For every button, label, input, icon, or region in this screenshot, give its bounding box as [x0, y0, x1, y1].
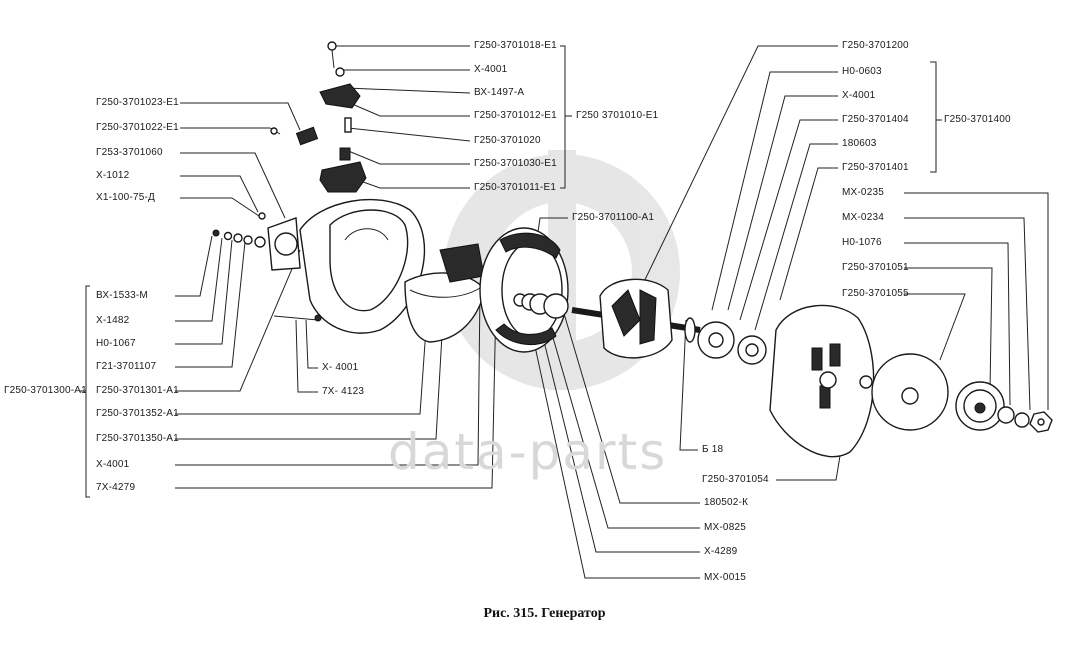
- label-x-4001-mid: Х- 4001: [322, 362, 359, 373]
- label-n0-1067: Н0-1067: [96, 338, 136, 349]
- label-g250-3701012-e1: Г250-3701012-Е1: [474, 110, 557, 121]
- label-x-4289: Х-4289: [704, 546, 738, 557]
- label-x-4001-right: Х-4001: [842, 90, 876, 101]
- watermark-text: data-parts: [388, 423, 668, 481]
- label-7x-4279: 7Х-4279: [96, 482, 136, 493]
- label-7x-4123: 7Х- 4123: [322, 386, 365, 397]
- label-g250-3701022-e1: Г250-3701022-Е1: [96, 122, 179, 133]
- label-x1-100-75-d: Х1-100-75-Д: [96, 192, 156, 203]
- rear-cover: [769, 304, 875, 458]
- label-g250-3701010-e1: Г250 3701010-Е1: [576, 110, 659, 121]
- label-180603: 180603: [842, 138, 877, 149]
- figure-caption: Рис. 315. Генератор: [483, 606, 606, 621]
- label-b-18: Б 18: [702, 444, 724, 455]
- label-g250-3701023-e1: Г250-3701023-Е1: [96, 97, 179, 108]
- brush-holder-assembly: [270, 41, 367, 193]
- label-g250-3701020: Г250-3701020: [474, 135, 541, 146]
- fan-and-pulley: [871, 353, 1053, 433]
- label-g250-3701200: Г250-3701200: [842, 40, 909, 51]
- rear-bearing-parts: [697, 321, 767, 365]
- label-g21-3701107: Г21-3701107: [96, 361, 157, 372]
- label-g250-3701051: Г250-3701051: [842, 262, 909, 273]
- rectifier-unit: [404, 243, 486, 343]
- label-vx-1533-m: ВХ-1533-М: [96, 290, 148, 301]
- label-x-1012: Х-1012: [96, 170, 130, 181]
- label-x-1482: Х-1482: [96, 315, 130, 326]
- label-g250-3701401: Г250-3701401: [842, 162, 909, 173]
- label-x-4001-left: Х-4001: [96, 459, 130, 470]
- label-g250-3701054: Г250-3701054: [702, 474, 769, 485]
- label-x-4001-top: Х-4001: [474, 64, 508, 75]
- label-mx-0234: МХ-0234: [842, 212, 884, 223]
- front-cover-housing: [212, 198, 426, 334]
- label-mx-0015: МХ-0015: [704, 572, 746, 583]
- label-g250-3701301-a1: Г250-3701301-А1: [96, 385, 179, 396]
- label-n0-1076: Н0-1076: [842, 237, 882, 248]
- rotor: [571, 278, 701, 359]
- label-g250-3701404: Г250-3701404: [842, 114, 909, 125]
- label-180502-k: 180502-К: [704, 497, 749, 508]
- label-g250-3701011-e1: Г250-3701011-Е1: [474, 182, 557, 193]
- label-g250-3701300-a1: Г250-3701300-А1: [4, 385, 87, 396]
- label-g250-3701400: Г250-3701400: [944, 114, 1011, 125]
- label-g250-3701055: Г250-3701055: [842, 288, 909, 299]
- label-mx-0825: МХ-0825: [704, 522, 746, 533]
- stator: [479, 227, 569, 353]
- label-g250-3701350-a1: Г250-3701350-А1: [96, 433, 179, 444]
- label-g253-3701060: Г253-3701060: [96, 147, 163, 158]
- label-vx-1497-a: ВХ-1497-А: [474, 87, 525, 98]
- label-g250-3701018-e1: Г250-3701018-Е1: [474, 40, 557, 51]
- label-g250-3701352-a1: Г250-3701352-А1: [96, 408, 179, 419]
- label-g250-3701100-a1: Г250-3701100-А1: [572, 212, 655, 223]
- label-n0-0603: Н0-0603: [842, 66, 882, 77]
- label-mx-0235: МХ-0235: [842, 187, 884, 198]
- label-g250-3701030-e1: Г250-3701030-Е1: [474, 158, 557, 169]
